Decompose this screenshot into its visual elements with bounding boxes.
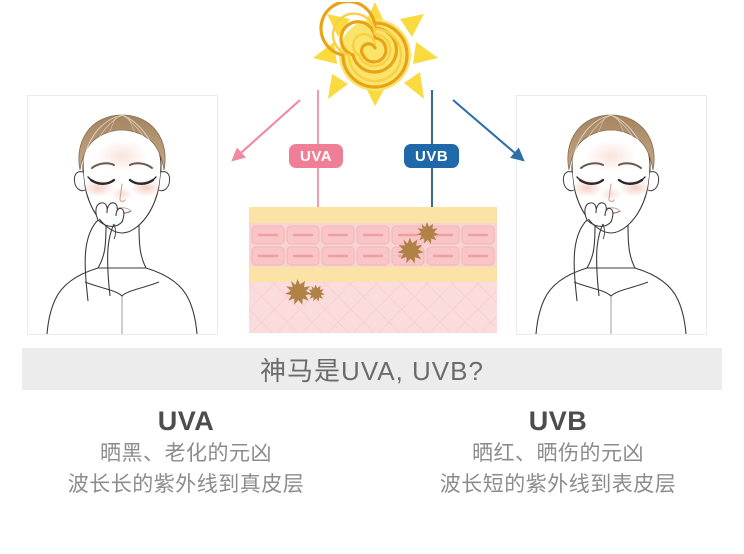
skin-cross-section-diagram <box>249 207 497 333</box>
skin-layer-dermis <box>249 282 497 333</box>
uvb-column: UVB 晒红、晒伤的元凶 波长短的紫外线到表皮层 <box>372 404 744 554</box>
skin-layer-basal <box>249 267 497 282</box>
woman-touching-cheek-illustration <box>535 114 687 334</box>
melanin-particle-icon <box>285 222 439 305</box>
uva-badge: UVA <box>289 144 344 168</box>
arrow-down-right-icon <box>452 99 525 162</box>
uvb-column-line-2: 波长短的紫外线到表皮层 <box>439 473 677 496</box>
section-banner: 神马是UVA, UVB? <box>22 348 722 390</box>
uva-column-title: UVA <box>157 406 215 436</box>
sun-spiral-icon <box>312 0 438 106</box>
uva-column-line-2: 波长长的紫外线到真皮层 <box>67 473 305 496</box>
skin-layer-stratum-corneum <box>249 207 497 223</box>
illustration-area: UVA UVB <box>27 0 707 335</box>
section-banner-title: 神马是UVA, UVB? <box>260 355 484 386</box>
uvb-column-line-1: 晒红、晒伤的元凶 <box>472 442 644 465</box>
uva-column-line-1: 晒黑、老化的元凶 <box>100 442 272 465</box>
uvb-badge: UVB <box>404 144 460 168</box>
uva-badge-label: UVA <box>300 147 333 165</box>
uvb-badge-label: UVB <box>415 147 449 165</box>
uva-column: UVA 晒黑、老化的元凶 波长长的紫外线到真皮层 <box>0 404 372 554</box>
left-face-panel <box>27 95 218 335</box>
uvb-column-title: UVB <box>528 406 588 436</box>
comparison-columns: UVA 晒黑、老化的元凶 波长长的紫外线到真皮层 UVB 晒红、晒伤的元凶 波长… <box>0 404 744 554</box>
right-face-panel <box>516 95 707 335</box>
woman-touching-cheek-illustration <box>46 114 198 334</box>
